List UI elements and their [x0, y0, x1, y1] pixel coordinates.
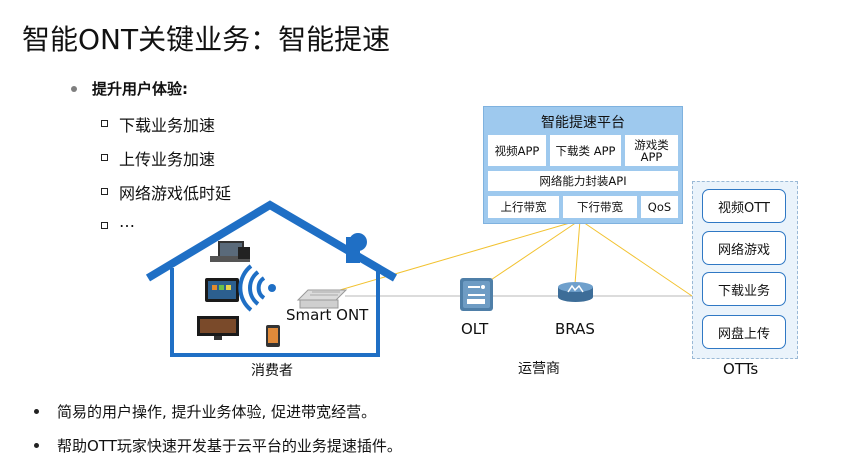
link-bras-platform — [574, 219, 581, 285]
phone-icon — [266, 325, 280, 347]
square-bullet-icon — [101, 120, 108, 127]
smart-ont-device-icon — [296, 289, 348, 309]
acceleration-platform: 智能提速平台 视频APP 下载类 APP 游戏类APP 网络能力封装API 上行… — [483, 106, 683, 224]
operator-label: 运营商 — [518, 361, 560, 377]
bras-label: BRAS — [555, 320, 595, 338]
link-olt-platform — [475, 219, 581, 291]
platform-downlink-bandwidth: 下行带宽 — [562, 195, 638, 219]
sub-item: 上传业务加速 — [119, 150, 216, 169]
platform-api: 网络能力封装API — [487, 170, 679, 192]
house-icon — [145, 200, 398, 357]
otts-label: OTTs — [723, 360, 759, 378]
otts-panel: 视频OTT 网络游戏 下载业务 网盘上传 — [692, 181, 798, 359]
sub-item: 网络游戏低时延 — [119, 184, 232, 203]
bottom-bullet: 帮助OTT玩家快速开发基于云平台的业务提速插件。 — [57, 437, 402, 455]
bottom-bullet: 简易的用户操作, 提升业务体验, 促进带宽经营。 — [57, 403, 377, 421]
ott-item-video: 视频OTT — [702, 189, 786, 223]
platform-app-video: 视频APP — [487, 134, 547, 167]
page-title: 智能ONT关键业务：智能提速 — [22, 23, 391, 56]
square-bullet-icon — [101, 188, 108, 195]
olt-label: OLT — [461, 320, 489, 338]
bullet-dot-icon — [71, 86, 77, 92]
smart-ont-label: Smart ONT — [286, 306, 369, 324]
tv-icon — [197, 316, 239, 340]
ott-item-game: 网络游戏 — [702, 231, 786, 265]
platform-qos: QoS — [640, 195, 679, 219]
ott-item-download: 下载业务 — [702, 272, 786, 306]
consumer-label: 消费者 — [251, 363, 293, 379]
bullet-dot-icon — [34, 443, 39, 448]
link-otts-platform — [579, 219, 693, 297]
sub-item: 下载业务加速 — [119, 116, 216, 135]
desktop-computer-icon — [210, 241, 250, 262]
tablet-icon — [205, 278, 239, 302]
platform-app-game: 游戏类APP — [624, 134, 679, 167]
platform-uplink-bandwidth: 上行带宽 — [487, 195, 560, 219]
bullet-dot-icon — [34, 409, 39, 414]
bras-router-icon — [558, 282, 593, 302]
section-heading: 提升用户体验: — [92, 80, 188, 98]
platform-title: 智能提速平台 — [541, 115, 625, 131]
ott-item-cloud-upload: 网盘上传 — [702, 315, 786, 349]
sub-item: … — [119, 212, 135, 231]
square-bullet-icon — [101, 222, 108, 229]
olt-icon — [460, 278, 493, 311]
square-bullet-icon — [101, 154, 108, 161]
platform-app-download: 下载类 APP — [549, 134, 622, 167]
wifi-icon — [238, 264, 276, 312]
